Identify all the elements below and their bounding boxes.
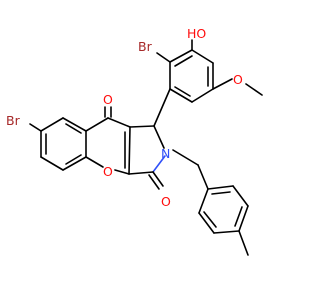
- molecule-canvas: Br HO O N O O: [6, 26, 263, 256]
- methoxy-oxygen-label: O: [233, 72, 243, 87]
- top-phenyl-ring: [169, 49, 214, 103]
- hydroxy-label: HO: [187, 26, 206, 41]
- pyran-ring: [85, 117, 131, 175]
- nitrogen-label: N: [161, 146, 170, 161]
- bromine-label-top: Br: [138, 39, 153, 54]
- br-bond-left: [29, 123, 42, 132]
- lactam-oxygen-label: O: [161, 194, 171, 209]
- lactam-ring: [128, 125, 166, 175]
- methoxy-bond: [212, 78, 233, 90]
- methyl-bond-ome: [245, 83, 263, 96]
- aryl-link-bond: [153, 88, 171, 127]
- lactam-co-bond: [152, 171, 164, 187]
- benzyl-bond: [197, 164, 209, 190]
- tolyl-methyl-bond: [238, 230, 249, 256]
- tolyl-ring: [198, 185, 249, 234]
- bromine-label-left: Br: [6, 113, 21, 128]
- ketone-oxygen-label: O: [103, 92, 113, 107]
- br-bond-top: [156, 52, 171, 63]
- fused-benzene-ring: [40, 117, 87, 171]
- chemical-structure: Br HO O N O O: [6, 26, 263, 256]
- ring-oxygen-label: O: [103, 164, 113, 179]
- n-benzyl-bond: [172, 149, 199, 166]
